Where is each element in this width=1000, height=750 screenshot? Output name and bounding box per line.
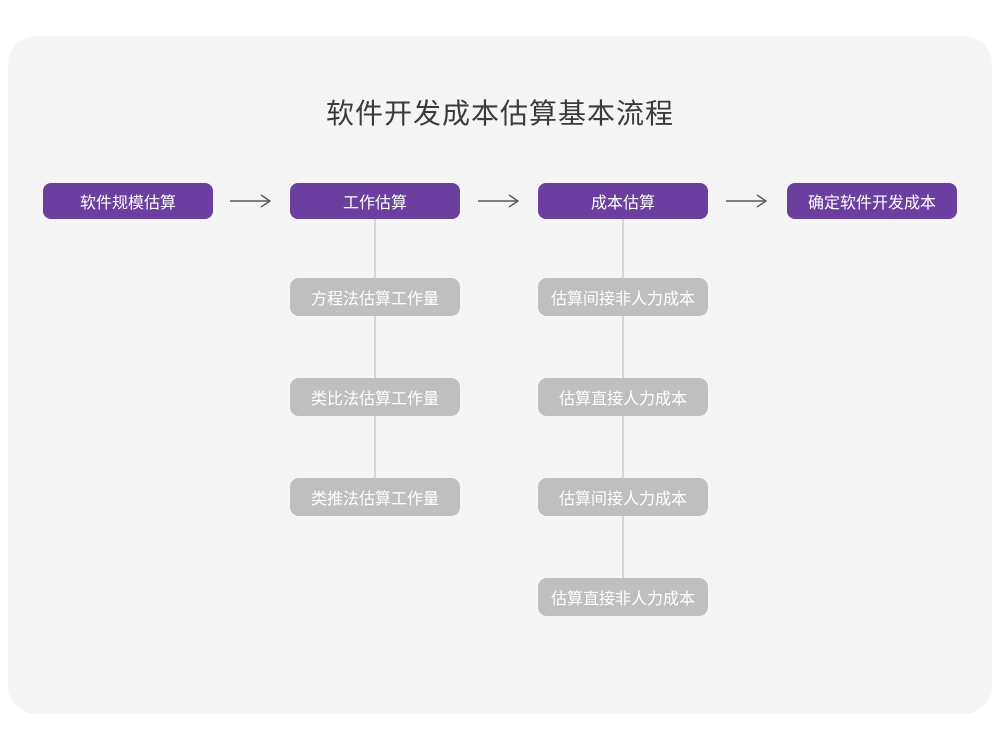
work-method-extrapolation: 类推法估算工作量 (290, 478, 460, 516)
arrow-right-icon (478, 194, 520, 208)
cost-step-indirect-nonlabor: 估算间接非人力成本 (538, 278, 708, 316)
page-title: 软件开发成本估算基本流程 (325, 98, 674, 129)
cost-step-indirect-labor: 估算间接人力成本 (538, 478, 708, 516)
arrow-right-icon (230, 194, 272, 208)
stage-work-estimation: 工作估算 (290, 183, 460, 219)
stage-cost-estimation: 成本估算 (538, 183, 708, 219)
stage-determine-dev-cost: 确定软件开发成本 (787, 183, 957, 219)
work-method-analogy: 类比法估算工作量 (290, 378, 460, 416)
flowchart-canvas (8, 36, 992, 714)
arrow-right-icon (726, 194, 768, 208)
stage-software-size-estimation: 软件规模估算 (43, 183, 213, 219)
connector-line-work (374, 219, 376, 497)
cost-step-direct-nonlabor: 估算直接非人力成本 (538, 578, 708, 616)
cost-step-direct-labor: 估算直接人力成本 (538, 378, 708, 416)
work-method-equation: 方程法估算工作量 (290, 278, 460, 316)
